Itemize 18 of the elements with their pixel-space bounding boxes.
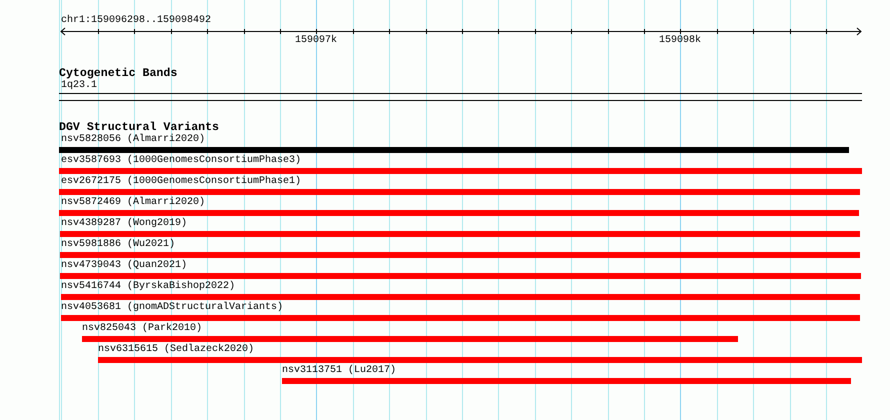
variant-label: nsv4053681 (gnomADStructuralVariants) — [61, 303, 284, 313]
variant-label: nsv4739043 (Quan2021) — [61, 261, 188, 271]
variant-label: nsv825043 (Park2010) — [82, 324, 202, 334]
track-title: Cytogenetic Bands — [59, 68, 178, 80]
variant-label: nsv6315615 (Sedlazeck2020) — [98, 345, 254, 355]
band-label: 1q23.1 — [61, 81, 98, 91]
region-coordinates: chr1:159096298..159098492 — [61, 16, 212, 26]
variant-label: nsv5416744 (ByrskaBishop2022) — [61, 282, 236, 292]
variant-label: nsv5872469 (Almarri2020) — [61, 198, 206, 208]
variant-label: nsv4389287 (Wong2019) — [61, 219, 188, 229]
track-title: DGV Structural Variants — [59, 122, 220, 134]
variant-label: esv2672175 (1000GenomesConsortiumPhase1) — [61, 177, 302, 187]
variant-label: nsv3113751 (Lu2017) — [282, 366, 396, 376]
variant-label: nsv5828056 (Almarri2020) — [61, 135, 206, 145]
variant-label: nsv5981886 (Wu2021) — [61, 240, 176, 250]
scale-tick-label: 159097k — [295, 36, 337, 46]
scale-tick-label: 159098k — [659, 36, 701, 46]
variant-label: esv3587693 (1000GenomesConsortiumPhase3) — [61, 156, 302, 166]
